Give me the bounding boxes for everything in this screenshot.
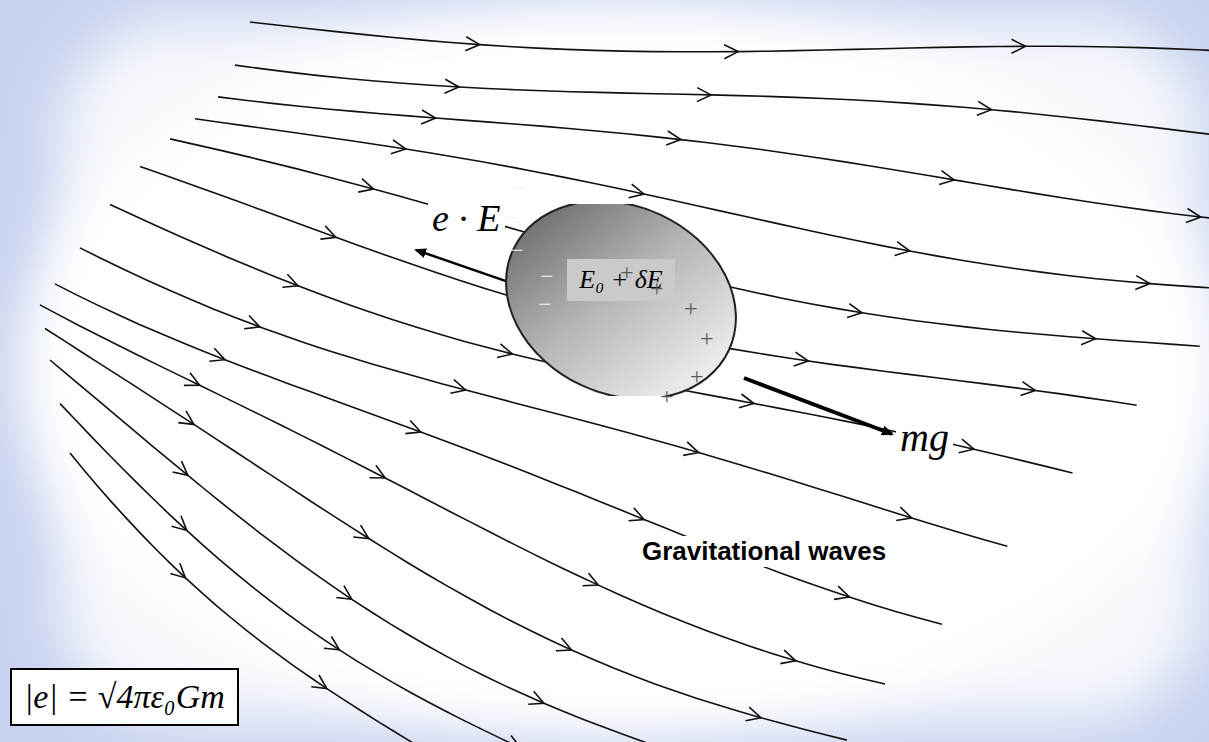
wave-arrowhead	[421, 110, 436, 124]
wave-arrowhead	[847, 304, 862, 318]
wave-line	[250, 22, 1209, 64]
wave-arrowhead	[450, 380, 465, 394]
wave-arrowhead	[556, 638, 572, 651]
plus-sign: +	[684, 296, 698, 320]
charged-body: E₀ + δE	[500, 204, 742, 396]
wave-arrowhead	[311, 675, 327, 689]
wave-arrowhead	[629, 508, 645, 521]
wave-arrowhead	[244, 316, 260, 329]
electric-force-arrow	[416, 250, 520, 286]
wave-arrowhead	[1021, 382, 1036, 396]
minus-sign: −	[512, 176, 526, 200]
wave-arrowhead	[405, 421, 421, 434]
minus-sign: −	[538, 292, 552, 316]
wave-arrowhead	[391, 140, 406, 154]
wave-arrowhead	[583, 573, 599, 586]
waves-caption: Gravitational waves	[638, 536, 890, 567]
wave-arrowhead	[666, 131, 681, 145]
wave-arrowhead	[683, 442, 698, 456]
wave-line	[218, 97, 1209, 227]
plus-sign: +	[620, 260, 634, 284]
minus-sign: −	[505, 206, 519, 230]
wave-arrowhead	[172, 516, 187, 531]
wave-arrowhead	[505, 736, 521, 742]
wave-arrowhead	[746, 707, 761, 721]
charge-formula: |e| = √4πε₀Gm	[24, 678, 225, 716]
minus-sign: −	[540, 264, 554, 288]
wave-arrowhead	[282, 274, 298, 287]
wave-arrowhead	[528, 691, 544, 704]
wave-arrowhead	[1186, 209, 1201, 223]
plus-sign: +	[650, 276, 664, 300]
wave-arrowhead	[794, 352, 809, 366]
wave-arrowhead	[178, 411, 194, 425]
wave-arrowhead	[173, 461, 188, 475]
wave-arrowhead	[170, 563, 185, 578]
wave-arrowhead	[370, 465, 386, 478]
wave-arrowhead	[959, 439, 974, 453]
wave-arrowhead	[739, 394, 754, 408]
wave-arrowhead	[184, 373, 200, 386]
plus-sign: +	[690, 364, 704, 388]
wave-line	[55, 284, 942, 624]
wave-arrowhead	[465, 37, 479, 51]
wave-arrowhead	[336, 586, 352, 600]
wave-arrowhead	[629, 184, 644, 198]
wave-arrowhead	[209, 348, 225, 361]
wave-arrowhead	[895, 242, 910, 256]
wave-arrowhead	[977, 101, 992, 115]
wave-line	[235, 65, 1209, 151]
wave-arrowhead	[1012, 39, 1026, 53]
wave-arrowhead	[497, 344, 512, 358]
wave-arrowhead	[358, 179, 373, 193]
plus-sign: +	[700, 326, 714, 350]
wave-arrowhead	[896, 507, 912, 520]
wave-arrowhead	[353, 525, 369, 538]
wave-arrowhead	[780, 650, 795, 663]
gravity-force-label: mg	[896, 414, 953, 461]
wave-arrowhead	[320, 226, 336, 239]
wave-arrowhead	[724, 45, 738, 59]
wave-arrowhead	[1081, 331, 1096, 345]
gravity-force-arrow	[744, 378, 892, 434]
electric-force-label: e · E	[428, 196, 505, 240]
wave-arrowhead	[1135, 276, 1150, 290]
formula-box: |e| = √4πε₀Gm	[10, 668, 239, 726]
minus-sign: −	[510, 238, 524, 262]
wave-arrowhead	[834, 586, 850, 599]
plus-sign: +	[660, 384, 674, 408]
wave-arrowhead	[324, 637, 340, 650]
wave-arrowhead	[697, 88, 711, 102]
wave-arrowhead	[445, 79, 459, 93]
wave-arrowhead	[939, 171, 954, 185]
wave-line	[40, 305, 885, 684]
